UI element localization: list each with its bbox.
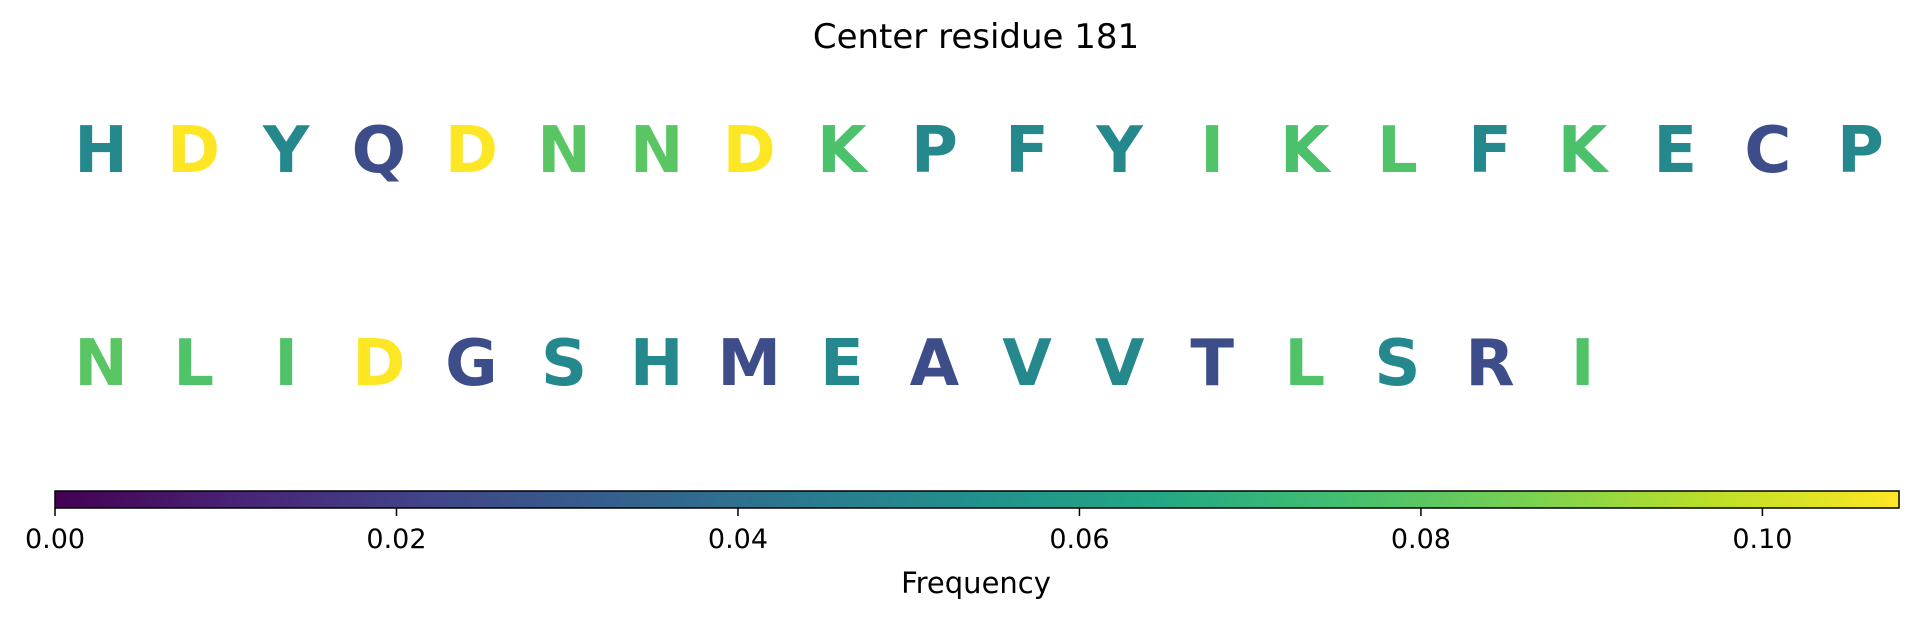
residue-letter: Q: [352, 114, 406, 188]
colorbar-tick-label: 0.06: [1049, 524, 1109, 555]
residue-letter: N: [74, 327, 128, 401]
colorbar-tick-label: 0.08: [1391, 524, 1451, 555]
colorbar-ticks: 0.00 0.02 0.04 0.06 0.08 0.10: [25, 508, 1792, 555]
colorbar: 0.00 0.02 0.04 0.06 0.08 0.10 Frequency: [25, 490, 1900, 600]
residue-letter: L: [173, 327, 214, 401]
residue-letter: V: [1002, 327, 1052, 401]
residue-letter: I: [1571, 327, 1595, 401]
residue-letter: D: [723, 114, 776, 188]
residue-letter: F: [1468, 114, 1512, 188]
colorbar-label: Frequency: [901, 566, 1051, 600]
residue-letter: I: [274, 327, 298, 401]
residue-letter: Y: [1095, 114, 1143, 188]
residue-letter: D: [445, 114, 498, 188]
residue-letter: S: [541, 327, 587, 401]
residue-letter: V: [1095, 327, 1145, 401]
residue-letter: S: [1374, 327, 1420, 401]
colorbar-tick-label: 0.00: [25, 524, 85, 555]
residue-letter: R: [1465, 327, 1514, 401]
residue-letter: A: [910, 327, 960, 401]
residue-letter: H: [74, 114, 128, 188]
residue-letter: L: [1284, 327, 1325, 401]
residue-letter: H: [630, 327, 684, 401]
residue-letter: N: [630, 114, 684, 188]
residue-letter: E: [1653, 114, 1697, 188]
residue-letter: G: [445, 327, 498, 401]
residue-letter: Y: [262, 114, 310, 188]
colorbar-tick-label: 0.04: [708, 524, 768, 555]
residue-letter: I: [1200, 114, 1224, 188]
residue-letter: P: [911, 114, 958, 188]
residue-letter: K: [817, 114, 869, 188]
chart-title: Center residue 181: [813, 17, 1139, 57]
residue-letter: K: [1558, 114, 1610, 188]
residue-letter: N: [537, 114, 591, 188]
residue-letter: K: [1280, 114, 1332, 188]
residue-letter: T: [1190, 327, 1234, 401]
residue-letter: M: [717, 327, 781, 401]
residue-letter: D: [352, 327, 405, 401]
colorbar-tick-label: 0.02: [366, 524, 426, 555]
residue-letter: C: [1744, 114, 1791, 188]
colorbar-gradient: [54, 490, 1900, 509]
residue-letter: F: [1005, 114, 1049, 188]
residue-letter: L: [1377, 114, 1418, 188]
residue-letter: E: [820, 327, 864, 401]
residue-letter: D: [167, 114, 220, 188]
residue-letter: P: [1837, 114, 1884, 188]
colorbar-tick-label: 0.10: [1732, 524, 1792, 555]
